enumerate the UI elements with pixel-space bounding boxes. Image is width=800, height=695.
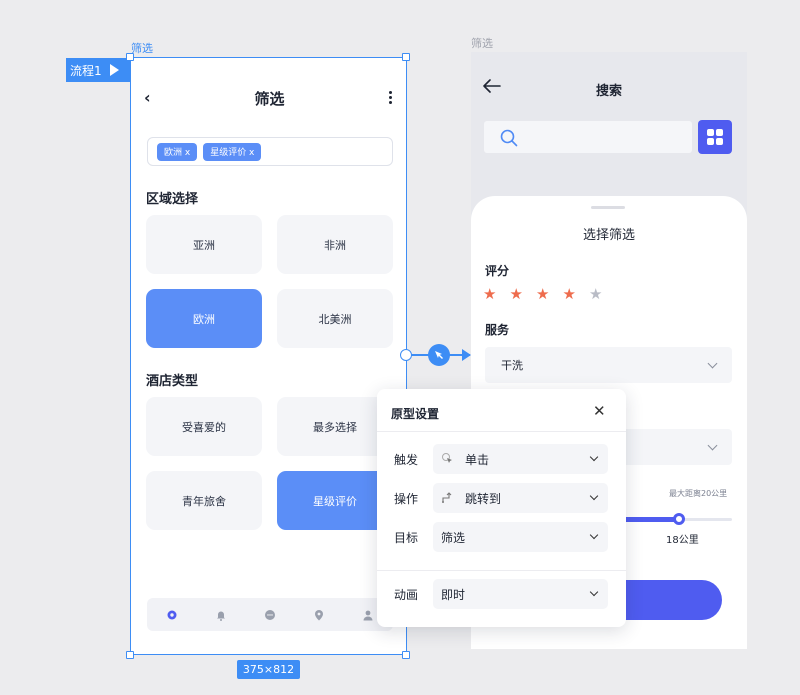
region-option-asia[interactable]: 亚洲 <box>146 215 262 274</box>
link-arrow-icon <box>462 349 471 361</box>
frame-label[interactable]: 筛选 <box>471 37 493 50</box>
flow-start-badge[interactable]: 流程1 <box>66 58 130 82</box>
rating-label: 评分 <box>485 264 510 278</box>
region-section-title: 区域选择 <box>146 192 199 207</box>
distance-value: 18公里 <box>666 535 699 546</box>
sheet-grip[interactable] <box>591 206 625 209</box>
resize-handle[interactable] <box>126 53 134 61</box>
frame-label[interactable]: 筛选 <box>131 42 153 55</box>
popover-title: 原型设置 <box>391 407 440 421</box>
jump-arrow-icon <box>441 491 455 506</box>
region-option-north-america[interactable]: 北美洲 <box>277 289 393 348</box>
action-label: 操作 <box>394 492 419 506</box>
star-icon[interactable]: ★ <box>589 285 603 303</box>
flow-name: 流程1 <box>70 63 102 78</box>
chevron-down-icon <box>589 491 599 501</box>
trigger-select[interactable]: 单击 <box>433 444 608 474</box>
play-icon[interactable] <box>109 64 119 76</box>
bottom-tab-bar <box>147 598 393 631</box>
selected-tags-field[interactable]: 欧洲 x 星级评价 x <box>147 137 393 166</box>
chat-icon[interactable] <box>264 609 276 621</box>
sheet-title: 选择筛选 <box>582 228 635 243</box>
chevron-down-icon <box>707 358 718 368</box>
filter-screen-frame[interactable]: ‹ 筛选 欧洲 x 星级评价 x 区域选择 亚洲 非洲 欧洲 北美洲 酒店类型 … <box>130 57 407 655</box>
star-icon[interactable]: ★ <box>483 285 497 303</box>
location-pin-icon[interactable] <box>313 609 325 621</box>
star-icon[interactable]: ★ <box>536 285 550 303</box>
frame-size-badge: 375×812 <box>237 660 300 679</box>
chevron-down-icon <box>589 530 599 540</box>
cursor-click-icon[interactable] <box>428 344 450 366</box>
page-title: 筛选 <box>254 90 285 108</box>
target-value: 筛选 <box>441 530 466 545</box>
back-icon[interactable]: ‹ <box>144 88 151 107</box>
prototype-settings-popover: 原型设置 ✕ 触发 单击 操作 跳转到 目标 筛选 动画 即时 <box>377 389 626 627</box>
service-dropdown[interactable]: 干洗 <box>485 347 732 383</box>
hotel-option-favorite[interactable]: 受喜爱的 <box>146 397 262 456</box>
filter-tag[interactable]: 星级评价 x <box>203 142 262 161</box>
search-input[interactable] <box>484 121 692 153</box>
animation-value: 即时 <box>441 587 466 602</box>
animation-select[interactable]: 即时 <box>433 579 608 609</box>
apply-button[interactable] <box>621 580 722 620</box>
hotel-option-hostel[interactable]: 青年旅舍 <box>146 471 262 530</box>
grid-menu-icon[interactable] <box>698 120 732 154</box>
close-icon[interactable]: ✕ <box>593 402 606 420</box>
more-vertical-icon[interactable] <box>389 91 393 104</box>
hotel-option-star-rating[interactable]: 星级评价 <box>277 471 393 530</box>
chevron-down-icon <box>707 440 718 450</box>
service-label: 服务 <box>485 323 510 337</box>
settings-icon[interactable] <box>166 609 178 621</box>
resize-handle[interactable] <box>126 651 134 659</box>
back-arrow-icon[interactable] <box>483 77 501 98</box>
action-select[interactable]: 跳转到 <box>433 483 608 513</box>
link-anchor-handle[interactable] <box>400 349 412 361</box>
action-value: 跳转到 <box>465 491 502 506</box>
star-icon[interactable]: ★ <box>509 285 523 303</box>
star-icon[interactable]: ★ <box>562 285 576 303</box>
max-distance-label: 最大距离20公里 <box>669 489 728 498</box>
region-option-africa[interactable]: 非洲 <box>277 215 393 274</box>
region-option-europe[interactable]: 欧洲 <box>146 289 262 348</box>
trigger-label: 触发 <box>394 453 419 467</box>
divider <box>377 431 626 432</box>
hotel-type-section-title: 酒店类型 <box>146 374 199 389</box>
distance-slider-thumb[interactable] <box>673 513 685 525</box>
divider <box>377 570 626 571</box>
chevron-down-icon <box>589 452 599 462</box>
filter-tag[interactable]: 欧洲 x <box>157 142 198 161</box>
target-select[interactable]: 筛选 <box>433 522 608 552</box>
page-title: 搜索 <box>595 84 622 99</box>
hotel-option-most-chosen[interactable]: 最多选择 <box>277 397 393 456</box>
trigger-value: 单击 <box>465 452 490 467</box>
chevron-down-icon <box>589 587 599 597</box>
search-icon <box>500 129 518 151</box>
bell-icon[interactable] <box>215 609 227 621</box>
service-value: 干洗 <box>501 359 523 372</box>
cursor-click-icon <box>441 452 455 467</box>
target-label: 目标 <box>394 531 419 545</box>
resize-handle[interactable] <box>402 53 410 61</box>
animation-label: 动画 <box>394 588 419 602</box>
resize-handle[interactable] <box>402 651 410 659</box>
user-icon[interactable] <box>362 609 374 621</box>
